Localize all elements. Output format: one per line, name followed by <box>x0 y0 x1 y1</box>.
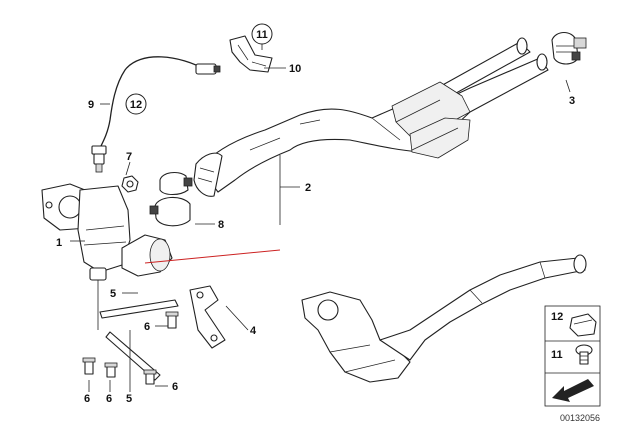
callout-5a: 5 <box>110 288 116 300</box>
nut-7 <box>121 175 139 193</box>
callout-5b: 5 <box>126 393 132 405</box>
arrow-icon <box>552 379 594 402</box>
oxygen-sensor <box>91 56 221 173</box>
pointer-line <box>144 249 281 264</box>
clamp-8-upper <box>159 171 193 196</box>
support-strap-lower <box>105 331 161 381</box>
callout-6b: 6 <box>84 393 90 405</box>
support-strap-upper <box>99 299 179 319</box>
callout-12-circle: 12 <box>125 93 147 115</box>
screw-icon <box>575 344 593 365</box>
callout-2: 2 <box>305 182 311 194</box>
callout-1: 1 <box>56 237 62 249</box>
callout-6d: 6 <box>172 381 178 393</box>
bolt-6d <box>143 369 157 385</box>
bolt-6a <box>165 311 179 329</box>
callout-4: 4 <box>250 325 257 337</box>
bolt-6c <box>104 362 118 378</box>
assembled-view <box>301 254 587 383</box>
callout-11: 11 <box>256 29 268 41</box>
catalytic-converter <box>41 183 173 281</box>
clamp-8-lower <box>149 196 191 227</box>
callout-7: 7 <box>126 151 132 163</box>
callout-6a: 6 <box>144 321 150 333</box>
callout-12: 12 <box>130 99 142 111</box>
leader-lines <box>70 44 571 392</box>
callout-9: 9 <box>88 99 94 111</box>
parts-legend: 12 11 <box>544 305 601 407</box>
reference-number: 00132056 <box>560 413 600 423</box>
bolt-6b <box>82 357 96 375</box>
callout-10: 10 <box>289 63 301 75</box>
front-pipe-assembly <box>193 37 549 197</box>
clip-nut-icon <box>569 313 597 337</box>
callout-3: 3 <box>569 95 575 107</box>
bracket-10 <box>229 35 273 73</box>
callouts: 1 2 3 4 5 5 6 6 6 6 7 8 9 10 11 12 <box>56 23 575 405</box>
callout-6c: 6 <box>106 393 112 405</box>
callout-8: 8 <box>218 219 224 231</box>
legend-label-12: 12 <box>551 311 563 323</box>
callout-11-circle: 11 <box>251 23 273 45</box>
legend-label-11: 11 <box>551 349 563 361</box>
bracket-4 <box>189 285 226 349</box>
clamp-3 <box>551 31 587 65</box>
